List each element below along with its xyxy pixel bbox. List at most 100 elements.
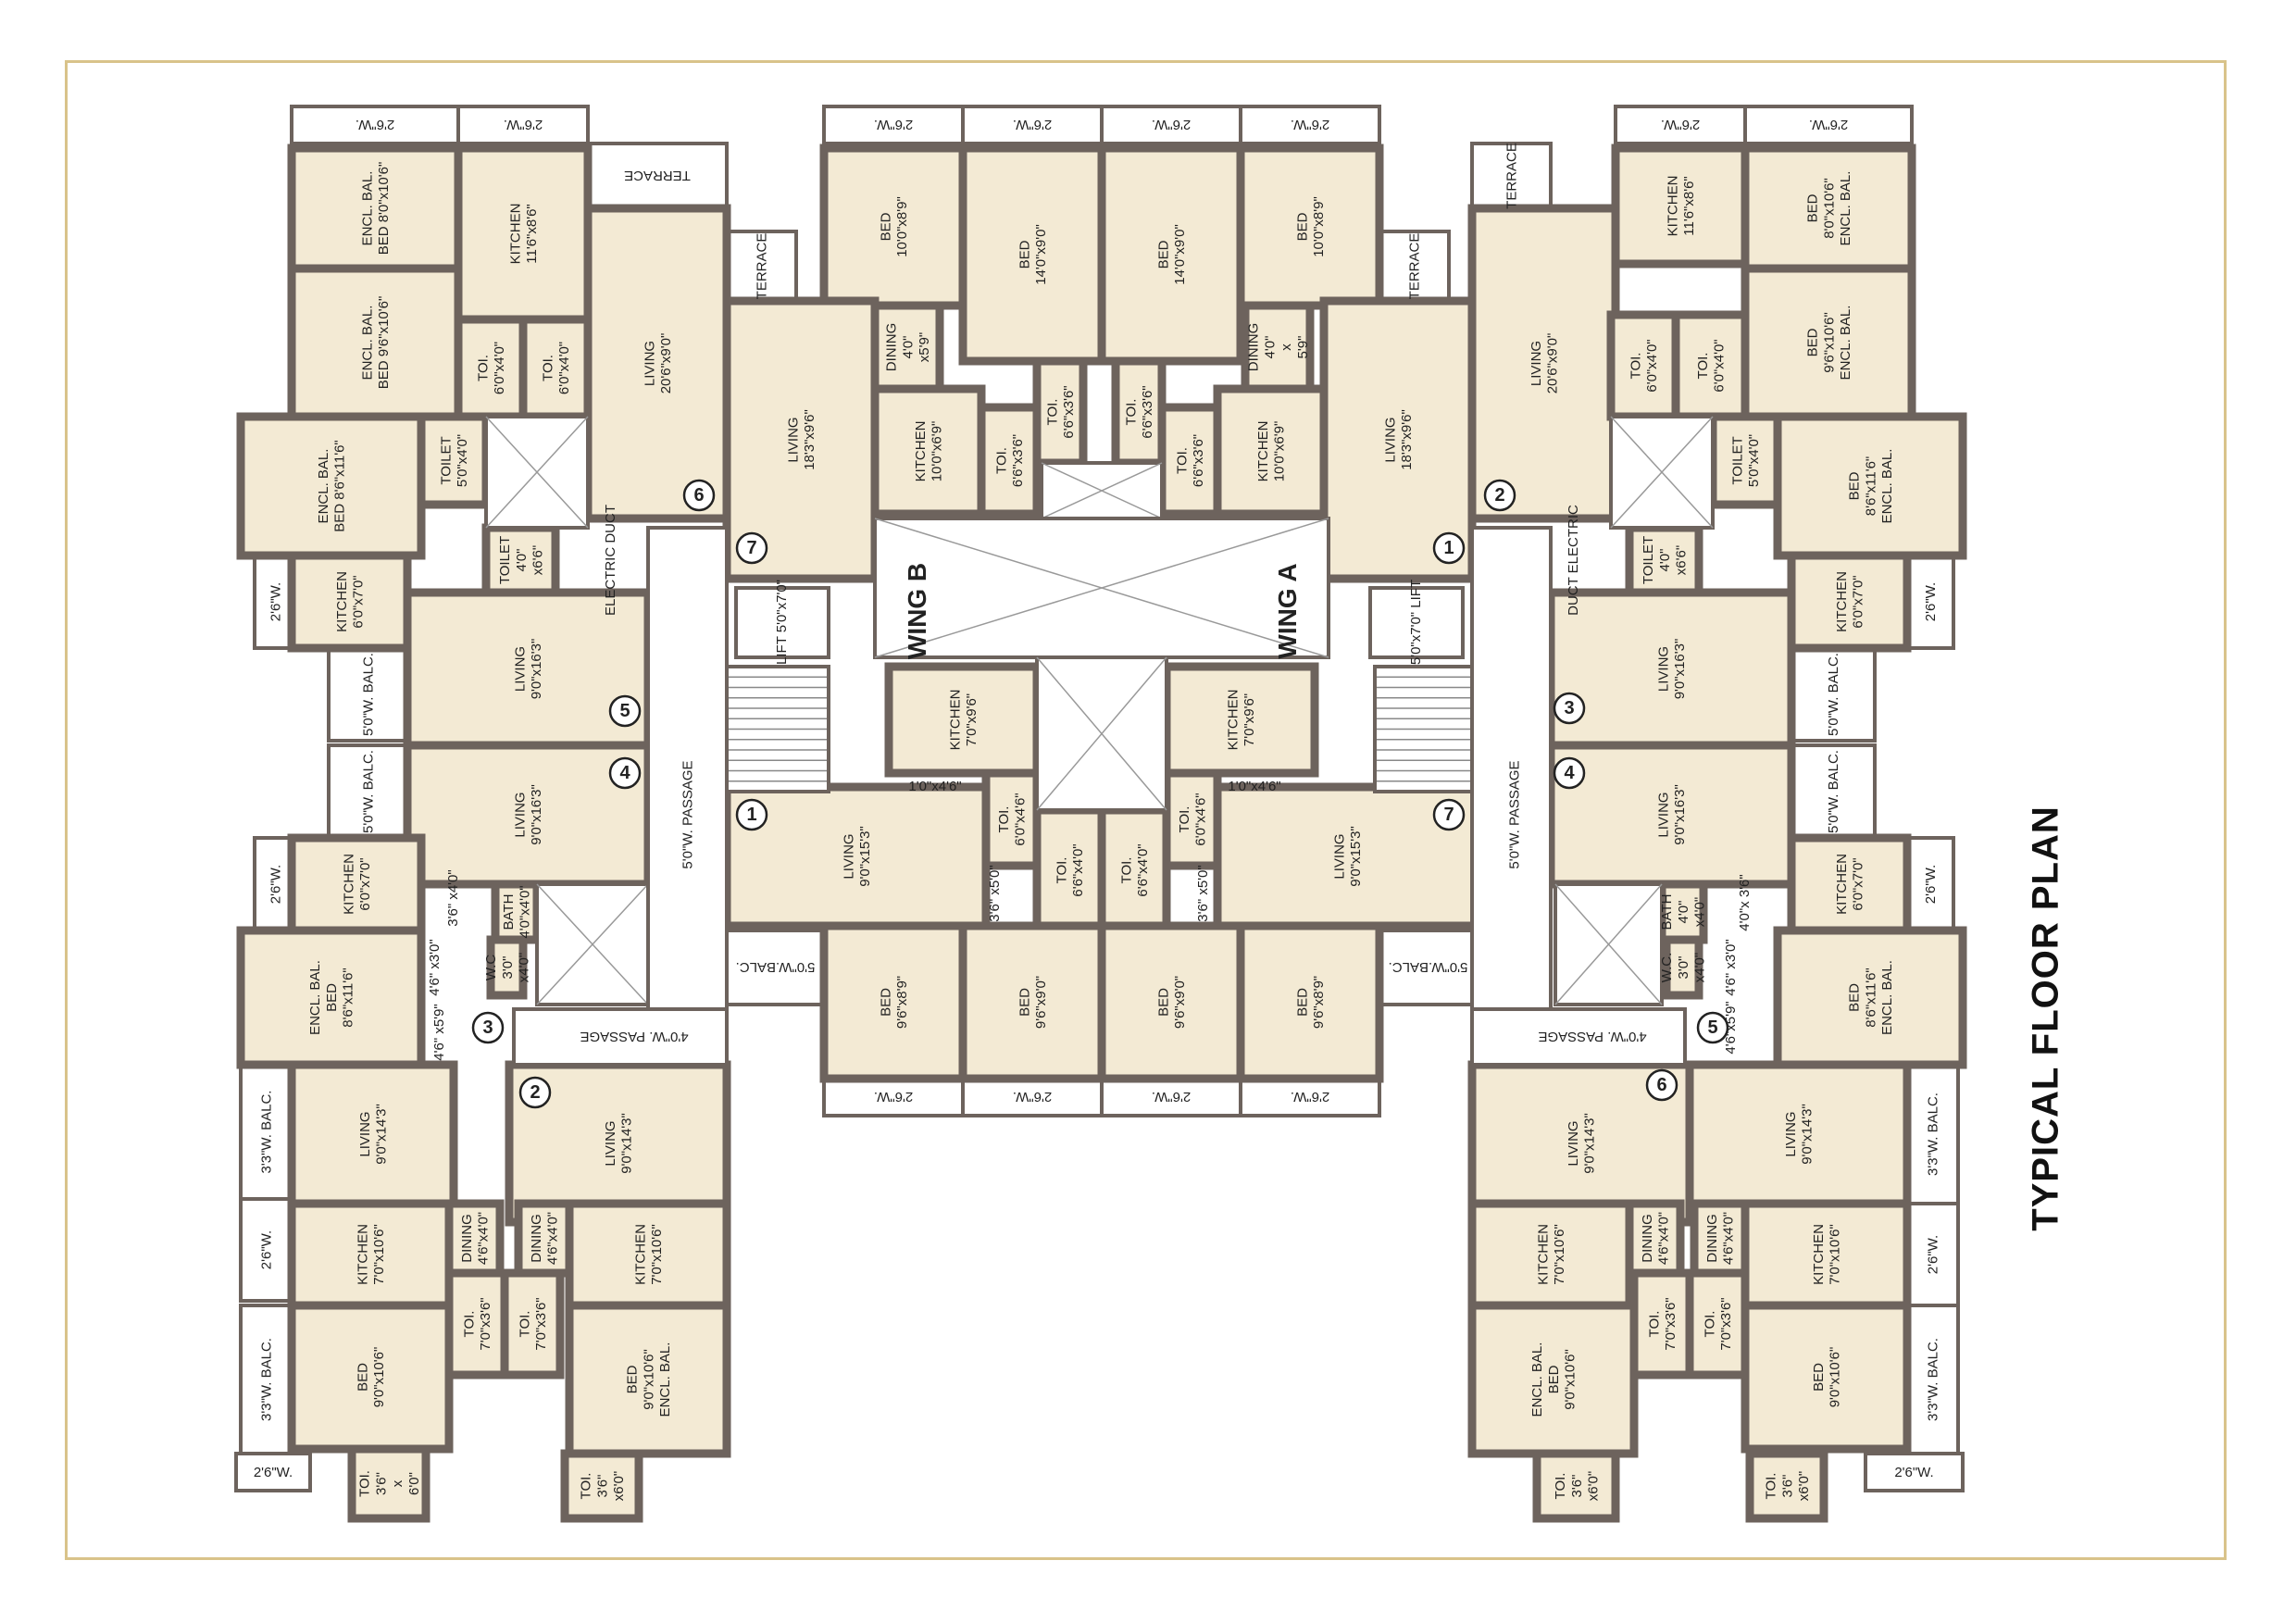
note-s9: 3'6" x5'0": [987, 865, 1003, 921]
svg-text:KITCHEN: KITCHEN: [1834, 571, 1850, 632]
room-rt-bed1: [1741, 144, 1916, 273]
svg-text:x6'6": x6'6": [1673, 545, 1689, 575]
balcony-label-o32: 2'6"W.: [1013, 1089, 1052, 1105]
balcony-o9: [586, 142, 729, 210]
svg-text:4'6"x4'0": 4'6"x4'0": [545, 1212, 561, 1265]
balcony-o6: [1239, 105, 1381, 145]
svg-text:KITCHEN: KITCHEN: [1811, 1224, 1827, 1285]
balcony-o10: [725, 230, 798, 303]
svg-text:1'0"x4'6": 1'0"x4'6": [908, 779, 961, 794]
svg-text:4'6"x4'0": 4'6"x4'0": [1656, 1212, 1672, 1265]
balcony-o2: [456, 105, 590, 145]
svg-text:10'0"x8'9": 10'0"x8'9": [1311, 196, 1327, 257]
svg-text:TOI.: TOI.: [357, 1470, 373, 1497]
svg-text:ENCL. BAL.: ENCL. BAL.: [1879, 960, 1895, 1035]
svg-text:3'6" x5'0": 3'6" x5'0": [987, 865, 1003, 921]
svg-text:BED 8'0"x10'6": BED 8'0"x10'6": [376, 162, 392, 256]
svg-text:LIVING: LIVING: [512, 792, 528, 837]
svg-text:18'3"x9'6": 18'3"x9'6": [802, 409, 817, 470]
room-lt-liv4: [403, 741, 653, 889]
svg-text:LIVING: LIVING: [1331, 833, 1347, 879]
room-c-toiA1: [1157, 403, 1222, 518]
svg-text:4'0": 4'0": [514, 549, 530, 572]
svg-text:TOI.: TOI.: [1702, 1311, 1717, 1338]
svg-text:5'0"W. PASSAGE: 5'0"W. PASSAGE: [680, 760, 695, 868]
svg-text:4'0"W. PASSAGE: 4'0"W. PASSAGE: [1538, 1029, 1646, 1044]
svg-text:2'6"W.: 2'6"W.: [1809, 117, 1848, 132]
room-label-c-toiA1: TOI.6'6"x3'6": [1174, 434, 1206, 487]
note-s15: 4'6" x3'0": [1723, 939, 1739, 995]
svg-text:ENCL. BAL.: ENCL. BAL.: [1838, 306, 1853, 381]
unit-number-n-cb7: 7: [746, 538, 756, 558]
room-rt-toi4: [1685, 1268, 1750, 1380]
balcony-label-o18: 2'6"W.: [258, 1230, 274, 1269]
room-label-rt-toi1: TOI.6'0"x4'0": [1628, 339, 1660, 392]
balcony-label-o16: 2'6"W.: [268, 865, 283, 904]
svg-text:6'0"x4'0": 6'0"x4'0": [1712, 339, 1728, 392]
balcony-o30: [1378, 929, 1479, 1006]
svg-text:9'6"x10'6": 9'6"x10'6": [1821, 312, 1837, 373]
svg-text:2'6"W.: 2'6"W.: [1291, 117, 1329, 132]
balcony-o11: [1470, 142, 1553, 210]
balcony-label-o23: 5'0"W. BALC.: [1826, 750, 1841, 833]
svg-text:KITCHEN: KITCHEN: [341, 854, 356, 915]
shaft-diagonal: [485, 416, 589, 529]
svg-text:TOI.: TOI.: [579, 1473, 594, 1500]
svg-text:BED: BED: [878, 212, 893, 241]
svg-text:9'6"x9'0": 9'6"x9'0": [1033, 976, 1049, 1029]
svg-text:TOI.: TOI.: [1646, 1311, 1662, 1338]
room-c-bed5: [819, 921, 967, 1083]
room-rt-bed3: [1773, 412, 1967, 560]
balcony-label-o7: 2'6"W.: [1661, 117, 1700, 132]
svg-text:TOI.: TOI.: [1628, 353, 1643, 380]
room-label-c-toiA4: TOI.6'6"x4'0": [1118, 843, 1151, 896]
svg-text:TERRACE: TERRACE: [754, 233, 769, 300]
lift-right: [1368, 586, 1465, 659]
svg-text:KITCHEN: KITCHEN: [632, 1224, 648, 1285]
svg-text:5'0"W. BALC.: 5'0"W. BALC.: [360, 653, 376, 736]
svg-text:6'0"x4'0": 6'0"x4'0": [556, 342, 572, 394]
svg-text:10'0"x8'9": 10'0"x8'9": [894, 196, 910, 257]
svg-text:6'0"x4'0": 6'0"x4'0": [1644, 339, 1660, 392]
unit-number-n-l5: 5: [619, 701, 630, 721]
svg-text:TOILET: TOILET: [1729, 436, 1745, 484]
svg-text:KITCHEN: KITCHEN: [1834, 854, 1850, 915]
unit-number-marker: [1432, 798, 1466, 831]
svg-text:6'0"x7'0": 6'0"x7'0": [357, 857, 373, 910]
balcony-o4: [961, 105, 1104, 145]
shaft-diagonal: [874, 518, 1329, 658]
shaft-diagonal: [536, 883, 649, 1005]
svg-text:9'0"x16'3": 9'0"x16'3": [1672, 784, 1688, 845]
svg-text:4'0": 4'0": [900, 336, 916, 359]
svg-text:TOI.: TOI.: [1054, 857, 1069, 884]
room-c-bed4: [1236, 144, 1384, 310]
svg-text:KITCHEN: KITCHEN: [1665, 176, 1680, 237]
svg-text:BATH: BATH: [501, 894, 517, 930]
svg-text:TERRACE: TERRACE: [624, 168, 691, 183]
note-s11: 3'6" x4'0": [445, 869, 461, 926]
svg-text:8'6"x11'6": 8'6"x11'6": [340, 968, 356, 1027]
room-label-c-toiB3: TOI.6'0"x4'6": [996, 793, 1029, 845]
svg-text:1'0"x4'6": 1'0"x4'6": [1228, 779, 1280, 794]
svg-text:6'6"x3'6": 6'6"x3'6": [1061, 385, 1077, 438]
svg-text:DINING: DINING: [459, 1214, 475, 1263]
svg-text:DINING: DINING: [1640, 1214, 1655, 1263]
svg-text:TOI.: TOI.: [1177, 806, 1192, 833]
unit-number-n-ca1: 1: [1443, 538, 1454, 558]
unit-number-marker: [518, 1076, 552, 1109]
balcony-o24: [1905, 836, 1955, 932]
svg-text:2'6"W.: 2'6"W.: [268, 865, 283, 904]
balcony-label-o17: 3'3"W. BALC.: [258, 1091, 274, 1174]
unit-number-n-ca7: 7: [1443, 805, 1454, 825]
svg-text:6'6"x4'0": 6'6"x4'0": [1070, 843, 1086, 896]
passage-p1: 5'0"W. PASSAGE: [680, 760, 695, 868]
svg-text:x4'0": x4'0": [516, 953, 531, 982]
room-lt-bed3: [287, 1301, 454, 1454]
